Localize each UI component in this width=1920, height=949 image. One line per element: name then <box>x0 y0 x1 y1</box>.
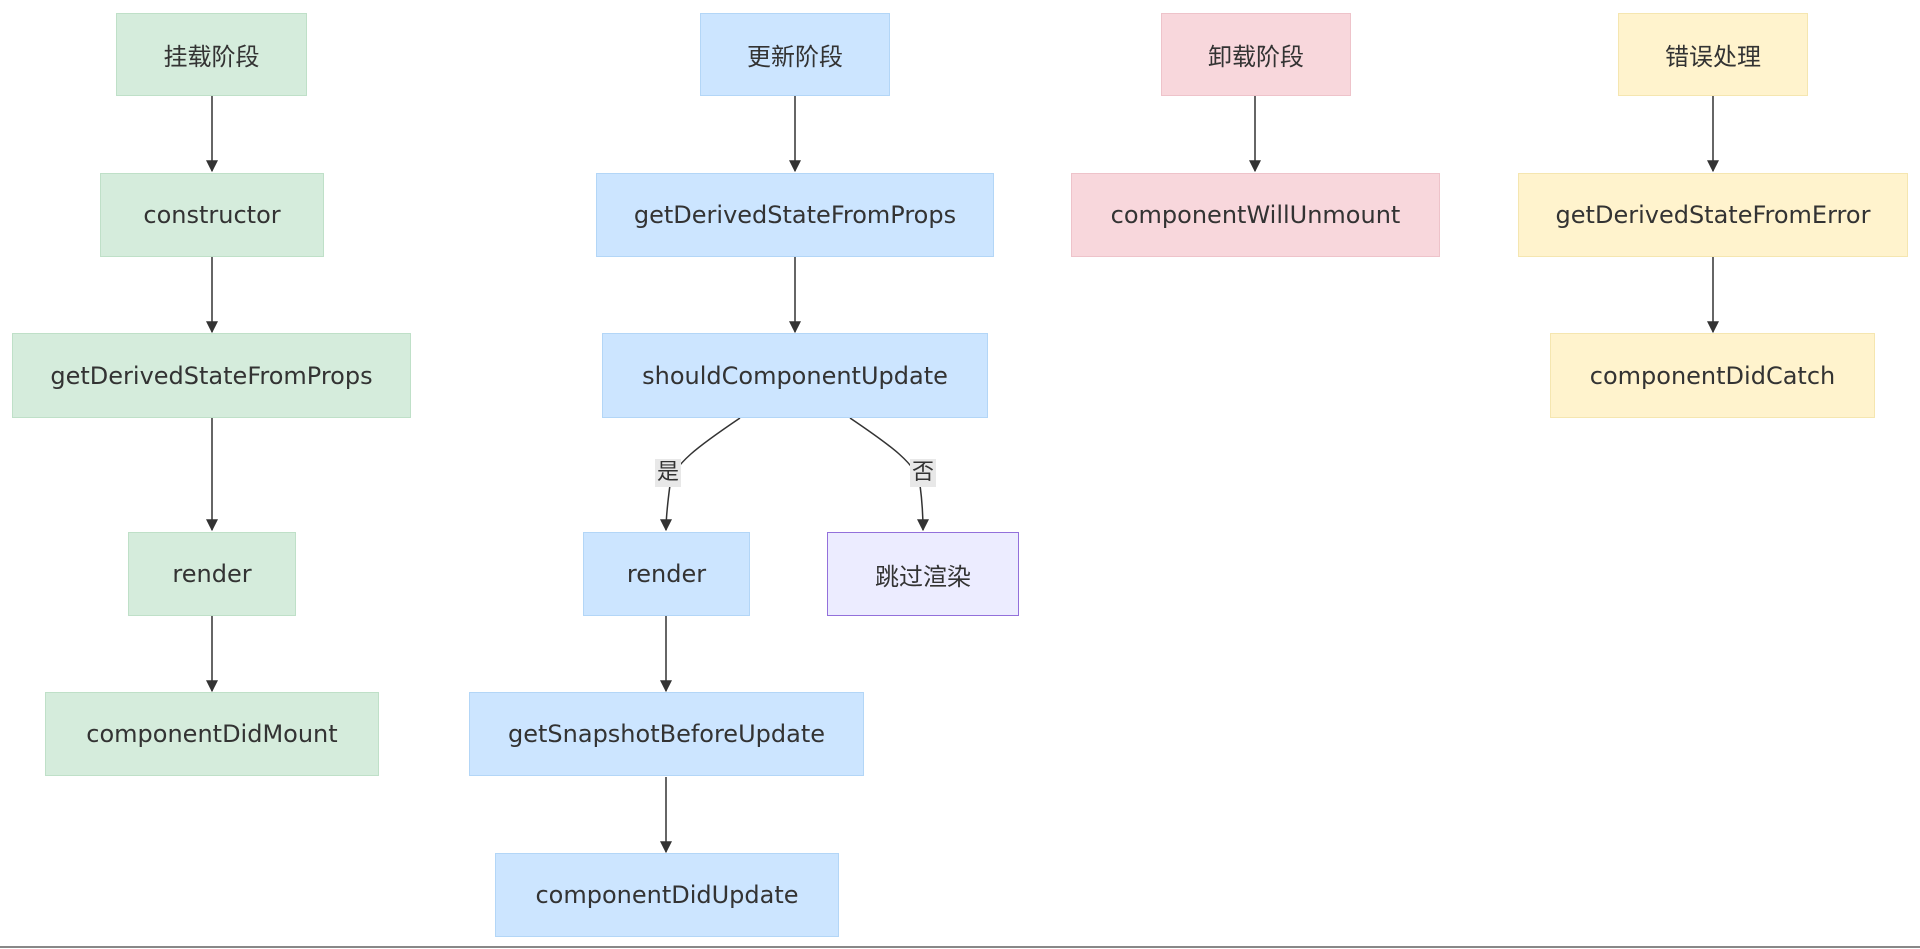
node-update-getderivedstatefromprops: getDerivedStateFromProps <box>596 173 994 257</box>
node-update-shouldcomponentupdate: shouldComponentUpdate <box>602 333 988 418</box>
node-unmount-header: 卸载阶段 <box>1161 13 1351 96</box>
node-error-header: 错误处理 <box>1618 13 1808 96</box>
node-unmount-componentwillunmount: componentWillUnmount <box>1071 173 1440 257</box>
node-mount-render: render <box>128 532 296 616</box>
node-mount-constructor: constructor <box>100 173 324 257</box>
node-error-componentdidcatch: componentDidCatch <box>1550 333 1875 418</box>
node-update-skip-render: 跳过渲染 <box>827 532 1019 616</box>
edge-label-no: 否 <box>910 459 936 487</box>
node-mount-getderivedstatefromprops: getDerivedStateFromProps <box>12 333 411 418</box>
edge-label-yes: 是 <box>655 459 681 487</box>
node-mount-componentdidmount: componentDidMount <box>45 692 379 776</box>
bottom-divider <box>0 946 1920 948</box>
node-update-componentdidupdate: componentDidUpdate <box>495 853 839 937</box>
node-error-getderivedstatefromerror: getDerivedStateFromError <box>1518 173 1908 257</box>
node-update-getsnapshotbeforeupdate: getSnapshotBeforeUpdate <box>469 692 864 776</box>
node-update-header: 更新阶段 <box>700 13 890 96</box>
node-update-render: render <box>583 532 750 616</box>
node-mount-header: 挂载阶段 <box>116 13 307 96</box>
